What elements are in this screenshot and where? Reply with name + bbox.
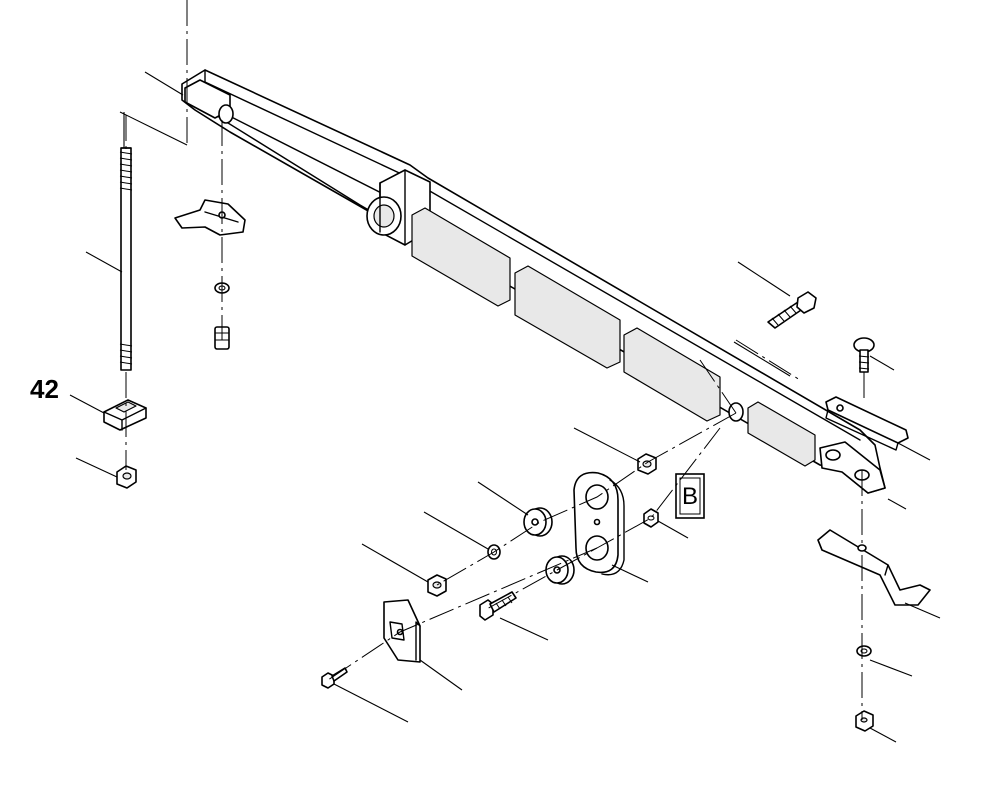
washer-right-bottom [856, 645, 872, 657]
left-clip-bracket [174, 199, 246, 236]
small-nut-center [643, 508, 659, 528]
spacer-lower [545, 555, 575, 585]
leader-lines [69, 71, 941, 743]
strap-plate-right [825, 396, 909, 451]
callout-label-42: 42 [30, 374, 59, 404]
hex-nut-left [116, 465, 137, 489]
clamp-block-part [103, 399, 147, 431]
hex-bolt-upper-right [767, 291, 817, 329]
hex-nut-center-left [427, 574, 447, 597]
threaded-screw-center [479, 591, 517, 621]
marker-letter: B [682, 483, 698, 510]
carriage-bolt-right [853, 337, 875, 373]
z-bracket-right [817, 529, 931, 606]
center-lines [125, 0, 865, 720]
spacer-upper [523, 507, 553, 537]
reference-marker-b: B [675, 473, 705, 519]
main-arm [181, 69, 886, 494]
hex-nut-upper-center [637, 453, 657, 475]
small-screw-bottom [321, 667, 348, 689]
link-plate [573, 471, 625, 576]
threaded-rod [119, 147, 133, 371]
